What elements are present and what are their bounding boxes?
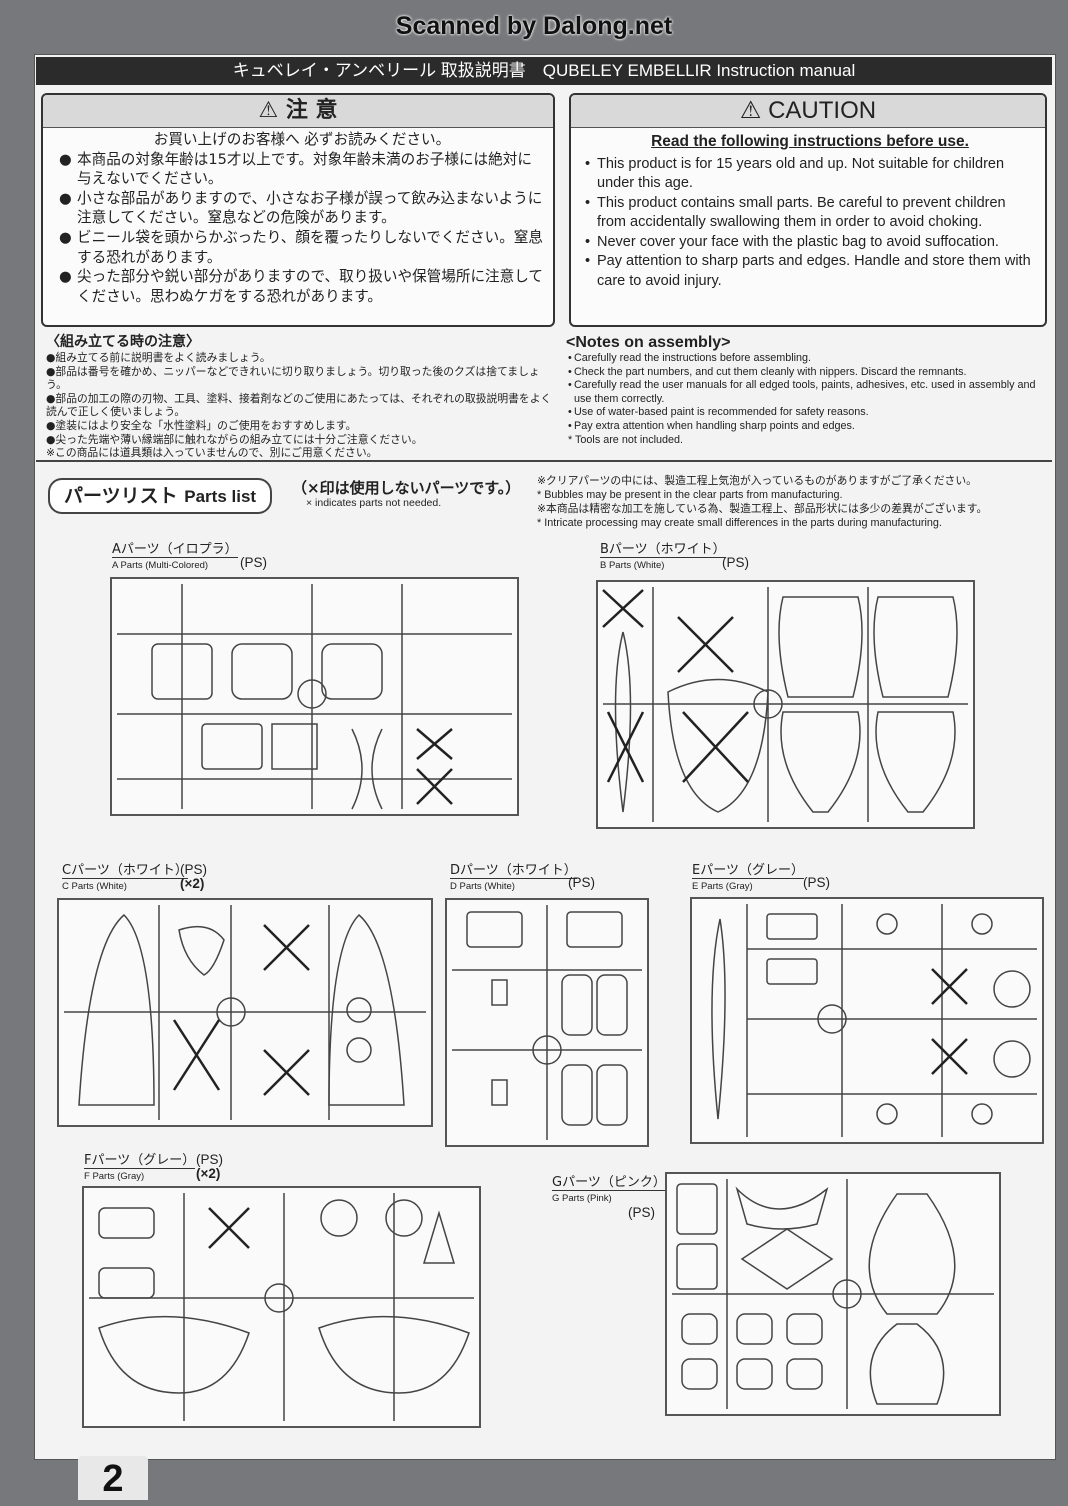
caution-item-en: Never cover your face with the plastic b… — [583, 233, 1037, 253]
caution-box-jp: ⚠ 注 意 お買い上げのお客様へ 必ずお読みください。 本商品の対象年齢は15才… — [41, 93, 555, 327]
assembly-item-jp: ●尖った先端や薄い縁端部に触れながらの組み立てには十分ご注意ください。 — [46, 432, 423, 446]
caution-item-jp: 尖った部分や鋭い部分がありますので、取り扱いや保管場所に注意してください。思わぬ… — [59, 267, 545, 306]
parts-list-title-jp: パーツリスト — [64, 485, 178, 507]
parts-remarks: ※クリアパーツの中には、製造工程上気泡が入っているものがありますがご了承ください… — [537, 474, 1052, 530]
runner-a-material: (PS) — [240, 555, 267, 570]
runner-b-drawing — [602, 587, 968, 822]
runner-f — [82, 1186, 481, 1428]
assembly-notes-en: <Notes on assembly> Carefully read the i… — [566, 333, 1044, 447]
parts-note-en: × indicates parts not needed. — [306, 497, 442, 509]
runner-c-quantity: (×2) — [180, 876, 205, 891]
runner-b-label-jp: Bパーツ（ホワイト） — [600, 542, 726, 557]
parts-list-title-en: Parts list — [184, 487, 257, 506]
caution-heading-en: ⚠ CAUTION — [571, 95, 1045, 128]
runner-g-label-en: G Parts (Pink) — [552, 1190, 666, 1206]
runner-a-drawing — [117, 584, 512, 810]
assembly-item-en: Pay extra attention when handling sharp … — [566, 420, 1044, 434]
runner-e-drawing — [711, 904, 1037, 1137]
runner-g-material: (PS) — [628, 1205, 655, 1220]
runner-a-label-en: A Parts (Multi-Colored) — [112, 557, 238, 573]
assembly-item-jp: ●組み立てる前に説明書をよく読みましょう。 — [46, 351, 271, 364]
caution-intro-en: Read the following instructions before u… — [651, 133, 969, 150]
clear-parts-note-en: * Bubbles may be present in the clear pa… — [537, 489, 843, 501]
assembly-item-jp: ●部品は番号を確かめ、ニッパーなどできれいに切り取りましょう。切り取った後のクズ… — [46, 364, 540, 392]
parts-note: （×印は使用しないパーツです。） × indicates parts not n… — [292, 479, 520, 509]
runner-d-drawing — [452, 905, 642, 1140]
caution-item-jp: 小さな部品がありますので、小さなお子様が誤って飲み込まないように注意してください… — [59, 189, 545, 228]
runner-f-label-en: F Parts (Gray) — [84, 1168, 196, 1184]
runner-e-label-jp: Eパーツ（グレー） — [692, 863, 804, 878]
runner-f-label-jp: Fパーツ（グレー） — [84, 1153, 196, 1168]
runner-e-material: (PS) — [803, 875, 830, 890]
caution-box-en: ⚠ CAUTION Read the following instruction… — [569, 93, 1047, 327]
runner-f-label: Fパーツ（グレー） F Parts (Gray) — [84, 1153, 196, 1184]
assembly-heading-en: <Notes on assembly> — [566, 334, 731, 351]
assembly-notes-jp: 〈組み立てる時の注意〉 ●組み立てる前に説明書をよく読みましょう。 ●部品は番号… — [46, 333, 556, 460]
runner-c-label: Cパーツ（ホワイト） C Parts (White) — [62, 863, 188, 894]
scan-watermark: Scanned by Dalong.net — [395, 12, 673, 40]
precision-note-jp: ※本商品は精密な加工を施している為、製造工程上、部品形状には多少の差異がございま… — [537, 502, 988, 515]
runner-b-label-en: B Parts (White) — [600, 557, 726, 573]
runner-d — [445, 898, 649, 1147]
runner-b — [596, 580, 975, 829]
runner-f-quantity: (×2) — [196, 1166, 221, 1181]
clear-parts-note-jp: ※クリアパーツの中には、製造工程上気泡が入っているものがありますがご了承ください… — [537, 474, 977, 487]
assembly-item-en: Carefully read the user manuals for all … — [566, 379, 1044, 406]
caution-item-en: This product contains small parts. Be ca… — [583, 194, 1037, 233]
assembly-item-en: Use of water-based paint is recommended … — [566, 406, 1044, 420]
runner-c-label-en: C Parts (White) — [62, 878, 188, 894]
runner-e-label: Eパーツ（グレー） E Parts (Gray) — [692, 863, 804, 894]
parts-note-jp: （×印は使用しないパーツです。） — [292, 479, 521, 497]
title-bar: キュベレイ・アンベリール 取扱説明書 QUBELEY EMBELLIR Inst… — [36, 57, 1052, 85]
runner-c — [57, 898, 433, 1127]
assembly-item-en: Carefully read the instructions before a… — [566, 352, 1044, 366]
assembly-item-jp: ●部品の加工の際の刃物、工具、塗料、接着剤などのご使用にあたっては、それぞれの取… — [46, 391, 552, 419]
runner-a — [110, 577, 519, 816]
runner-e — [690, 897, 1044, 1144]
caution-heading-jp: ⚠ 注 意 — [43, 95, 553, 128]
runner-a-label-jp: Aパーツ（イロプラ） — [112, 542, 238, 557]
runner-b-label: Bパーツ（ホワイト） B Parts (White) — [600, 542, 726, 573]
runner-c-drawing — [64, 905, 426, 1120]
runner-b-material: (PS) — [722, 555, 749, 570]
runner-g-label-jp: Gパーツ（ピンク） — [552, 1175, 666, 1190]
assembly-item-en: Check the part numbers, and cut them cle… — [566, 366, 1044, 380]
page-number: 2 — [78, 1456, 148, 1500]
parts-list-title: パーツリスト Parts list — [48, 478, 273, 514]
runner-c-material: (PS) — [180, 862, 207, 877]
runner-d-material: (PS) — [568, 875, 595, 890]
assembly-item-en: * Tools are not included. — [568, 433, 684, 446]
runner-g-drawing — [672, 1179, 994, 1409]
assembly-item-jp: ※この商品には道具類は入っていませんので、別にご用意ください。 — [46, 446, 378, 460]
runner-c-label-jp: Cパーツ（ホワイト） — [62, 863, 188, 878]
runner-d-label: Dパーツ（ホワイト） D Parts (White) — [450, 863, 577, 894]
assembly-heading-jp: 〈組み立てる時の注意〉 — [46, 334, 200, 350]
runner-e-label-en: E Parts (Gray) — [692, 878, 804, 894]
runner-d-label-jp: Dパーツ（ホワイト） — [450, 863, 577, 878]
assembly-item-jp: ●塗装にはより安全な「水性塗料」のご使用をおすすめします。 — [46, 418, 357, 432]
runner-a-label: Aパーツ（イロプラ） A Parts (Multi-Colored) — [112, 542, 238, 573]
runner-g-label: Gパーツ（ピンク） G Parts (Pink) — [552, 1175, 666, 1206]
caution-item-en: Pay attention to sharp parts and edges. … — [583, 252, 1037, 291]
runner-f-drawing — [89, 1193, 474, 1421]
caution-item-jp: ビニール袋を頭からかぶったり、顔を覆ったりしないでください。窒息する恐れがありま… — [59, 228, 545, 267]
caution-item-jp: 本商品の対象年齢は15才以上です。対象年齢未満のお子様には絶対に与えないでくださ… — [59, 150, 545, 189]
runner-g — [665, 1172, 1001, 1416]
caution-intro-jp: お買い上げのお客様へ 必ずお読みください。 — [153, 131, 451, 148]
runner-f-material: (PS) — [196, 1152, 223, 1167]
runner-d-label-en: D Parts (White) — [450, 878, 577, 894]
section-divider — [36, 460, 1052, 462]
caution-item-en: This product is for 15 years old and up.… — [583, 155, 1037, 194]
precision-note-en: * Intricate processing may create small … — [537, 517, 942, 529]
